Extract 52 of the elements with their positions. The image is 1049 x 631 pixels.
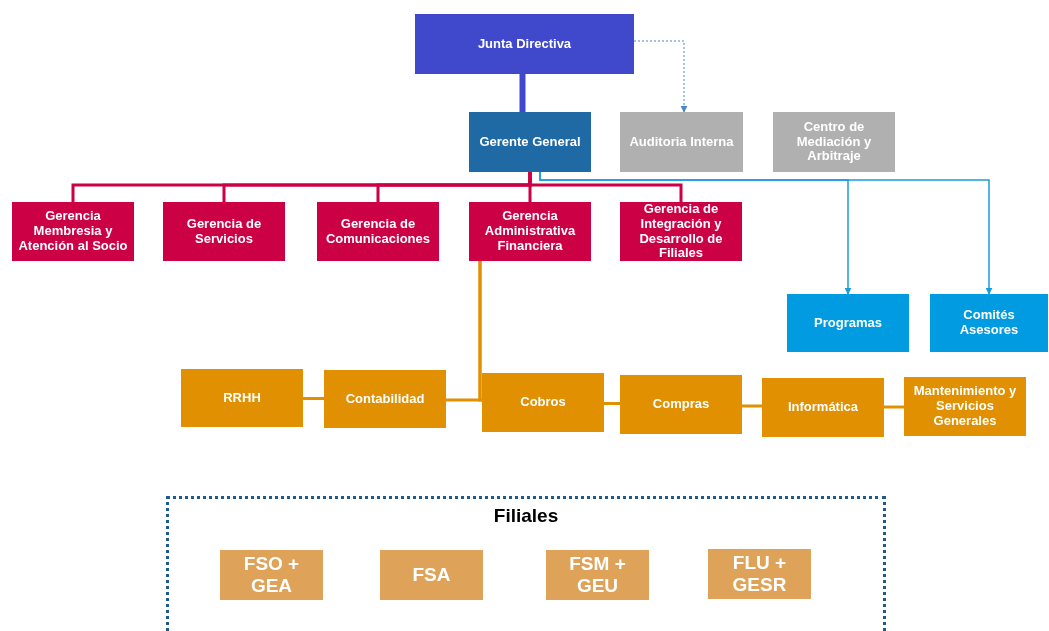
node-text: Cobros <box>520 395 566 410</box>
node-text: FSM + GEU <box>568 553 627 597</box>
board-box <box>415 14 634 74</box>
department-box <box>620 202 742 261</box>
connector-line <box>528 172 683 202</box>
affiliate-box <box>220 550 323 600</box>
connector-line <box>884 405 904 409</box>
node-text: Informática <box>787 400 859 415</box>
section-box <box>762 378 884 437</box>
node-text: Gerencia de Servicios <box>185 216 263 247</box>
section-box <box>620 375 742 434</box>
connector-line <box>742 404 762 408</box>
connector-line <box>519 74 526 112</box>
connector-line <box>604 402 620 405</box>
node-text: Gerencia de Comunicaciones <box>325 216 431 247</box>
node-text: FLU + GESR <box>731 552 788 596</box>
connector-line <box>303 397 324 400</box>
node-text: Junta Directiva <box>477 36 572 52</box>
affiliate-box <box>708 549 811 599</box>
department-box <box>12 202 134 261</box>
node-text: Contabilidad <box>345 391 425 407</box>
program-box <box>787 294 909 352</box>
unit-box <box>620 112 743 172</box>
group-title: Filiales <box>493 505 559 527</box>
node-text: Programas <box>814 315 882 331</box>
node-text: Centro de Mediación y Arbitraje <box>795 119 873 165</box>
node-text: Gerencia Administrativa Financiera <box>483 209 577 254</box>
department-box <box>469 202 591 261</box>
connector-line <box>478 261 483 402</box>
department-box <box>163 202 285 261</box>
section-box <box>181 369 303 427</box>
section-box <box>324 370 446 428</box>
node-text: RRHH <box>223 390 261 406</box>
node-text: FSA <box>412 564 451 586</box>
node-text: Comités Asesores <box>958 308 1020 338</box>
unit-box <box>773 112 895 172</box>
node-text: Gerencia Membresia y Atención al Socio <box>17 209 129 254</box>
node-text: Mantenimiento y Servicios Generales <box>912 384 1018 429</box>
section-box <box>482 373 604 432</box>
node-text: FSO + GEA <box>242 553 301 597</box>
node-text: Gerente General <box>479 134 581 150</box>
manager-box <box>469 112 591 172</box>
affiliate-box <box>380 550 483 600</box>
section-box <box>904 377 1026 436</box>
group-frame <box>166 496 886 631</box>
program-box <box>930 294 1048 352</box>
node-text: Compras <box>652 397 710 412</box>
arrow <box>539 171 993 295</box>
affiliate-box <box>546 550 649 600</box>
node-text: Gerencia de Integración y Desarrollo de Filiales <box>638 201 724 262</box>
node-text: Auditoria Interna <box>629 134 734 150</box>
department-box <box>317 202 439 261</box>
